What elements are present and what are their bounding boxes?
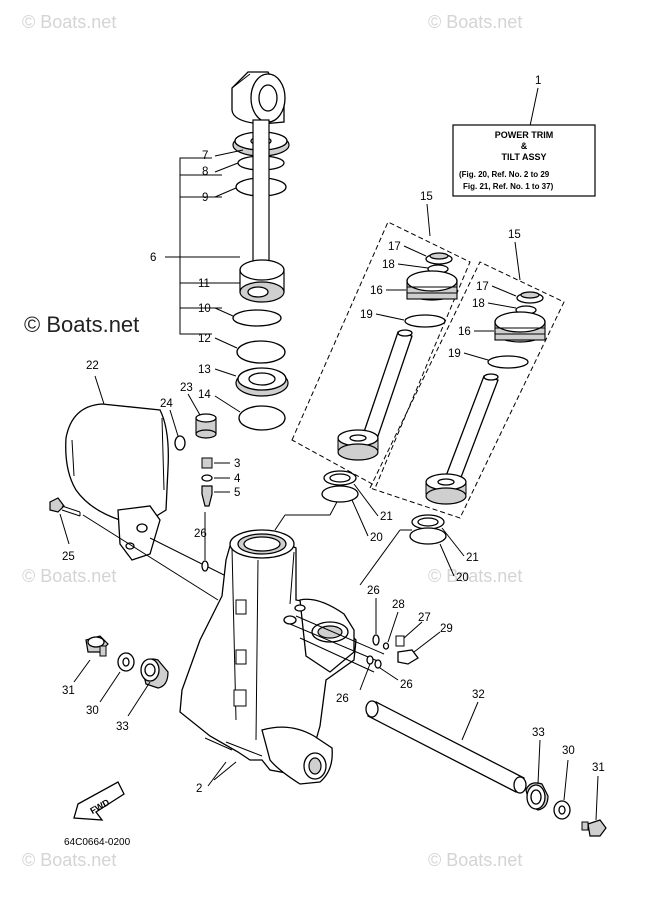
o-ring-small — [201, 560, 209, 572]
ref-label: 11 — [198, 278, 210, 290]
ref-label: 20 — [370, 532, 383, 544]
bolt-head — [587, 819, 607, 837]
ref-label: 2 — [196, 783, 202, 795]
ref-label: 7 — [202, 150, 208, 162]
ref-label: 26 — [367, 585, 380, 597]
title-line: & — [521, 141, 528, 151]
valve-parts — [201, 457, 230, 507]
o-ring — [232, 309, 282, 327]
ref-label: 24 — [160, 398, 173, 410]
piston-rod — [363, 331, 413, 437]
ref-label: 30 — [86, 705, 99, 717]
o-ring-small — [201, 474, 213, 482]
ref-label: 33 — [532, 727, 545, 739]
ref-label: 23 — [180, 382, 193, 394]
title-box: 1 POWER TRIM & TILT ASSY (Fig. 20, Ref. … — [452, 75, 596, 197]
pivot-shaft — [365, 700, 607, 837]
ref-label: 33 — [116, 721, 129, 733]
tilt-motor-housing — [65, 403, 169, 521]
ref-label: 9 — [202, 192, 208, 204]
ref-label: 1 — [535, 75, 541, 87]
ref-label: 18 — [382, 259, 395, 271]
motor-cover — [65, 375, 217, 561]
ref-label: 12 — [198, 333, 211, 345]
tilt-rod — [252, 119, 270, 271]
o-ring — [238, 405, 286, 431]
ref-label: 21 — [380, 511, 393, 523]
ref-label: 21 — [466, 552, 479, 564]
ref-label: 26 — [194, 528, 207, 540]
fwd-arrow-icon: FWD — [73, 781, 125, 821]
small-fittings — [289, 598, 441, 691]
tilt-rod-assembly — [165, 71, 290, 431]
ref-label: 31 — [592, 762, 605, 774]
ref-label: 19 — [360, 309, 373, 321]
ref-label: 3 — [234, 458, 240, 470]
ref-label: 14 — [198, 389, 211, 401]
title-line: TILT ASSY — [502, 152, 547, 162]
watermark: © Boats.net — [22, 850, 116, 870]
ref-label: 28 — [392, 599, 405, 611]
ref-label: 16 — [370, 285, 383, 297]
ref-label: 32 — [472, 689, 485, 701]
ref-label: 15 — [508, 229, 521, 241]
ref-label: 16 — [458, 326, 471, 338]
ref-label: 8 — [202, 166, 208, 178]
ref-label: 29 — [440, 623, 453, 635]
ref-label: 17 — [476, 281, 489, 293]
assembly-guide-lines — [82, 499, 412, 601]
ref-label: 5 — [234, 487, 240, 499]
watermark: © Boats.net — [22, 12, 116, 32]
watermark: © Boats.net — [428, 12, 522, 32]
pivot-left-parts — [73, 635, 169, 717]
housing-flange — [117, 505, 161, 561]
ref-label: 22 — [86, 360, 99, 372]
ref-label: 15 — [420, 191, 433, 203]
title-line: POWER TRIM — [495, 130, 554, 140]
ref-label: 17 — [388, 241, 401, 253]
bushing — [195, 413, 217, 439]
piston-rod — [445, 375, 499, 481]
watermark: © Boats.net — [428, 850, 522, 870]
o-ring — [236, 340, 286, 364]
title-box-frame — [452, 124, 596, 197]
reference-labels: 7 8 9 6 11 10 12 13 14 22 23 24 3 4 5 26… — [62, 150, 605, 795]
seal-rings — [321, 470, 447, 545]
ref-label: 26 — [400, 679, 413, 691]
title-note: Fig. 21, Ref. No. 1 to 37) — [463, 182, 554, 191]
valve — [201, 485, 213, 507]
ref-label: 25 — [62, 551, 75, 563]
ref-label: 4 — [234, 473, 241, 485]
ref-label: 18 — [472, 298, 485, 310]
ref-label: 10 — [198, 303, 211, 315]
trim-cylinder-group-b — [369, 261, 565, 519]
ref-label: 27 — [418, 612, 431, 624]
ref-label: 20 — [456, 572, 469, 584]
watermark: © Boats.net — [22, 566, 116, 586]
group-outline — [369, 261, 565, 519]
ref-label: 31 — [62, 685, 75, 697]
title-note: (Fig. 20, Ref. No. 2 to 29 — [459, 170, 550, 179]
watermark-large: © Boats.net — [24, 312, 139, 337]
group-outline — [291, 221, 471, 487]
watermark: © Boats.net — [428, 566, 522, 586]
o-ring-small — [174, 435, 186, 451]
ref-label: 19 — [448, 348, 461, 360]
cylinder-body — [179, 529, 357, 785]
tilt-shaft — [367, 701, 525, 793]
bolt — [49, 497, 81, 545]
trim-cylinder-group-a — [291, 221, 471, 487]
ref-label: 13 — [198, 364, 211, 376]
ref-label: 30 — [562, 745, 575, 757]
ref-label: 6 — [150, 252, 156, 264]
drawing-code: 64C0664-0200 — [64, 837, 131, 848]
valve-plug — [201, 457, 213, 469]
ref-label: 26 — [336, 693, 349, 705]
